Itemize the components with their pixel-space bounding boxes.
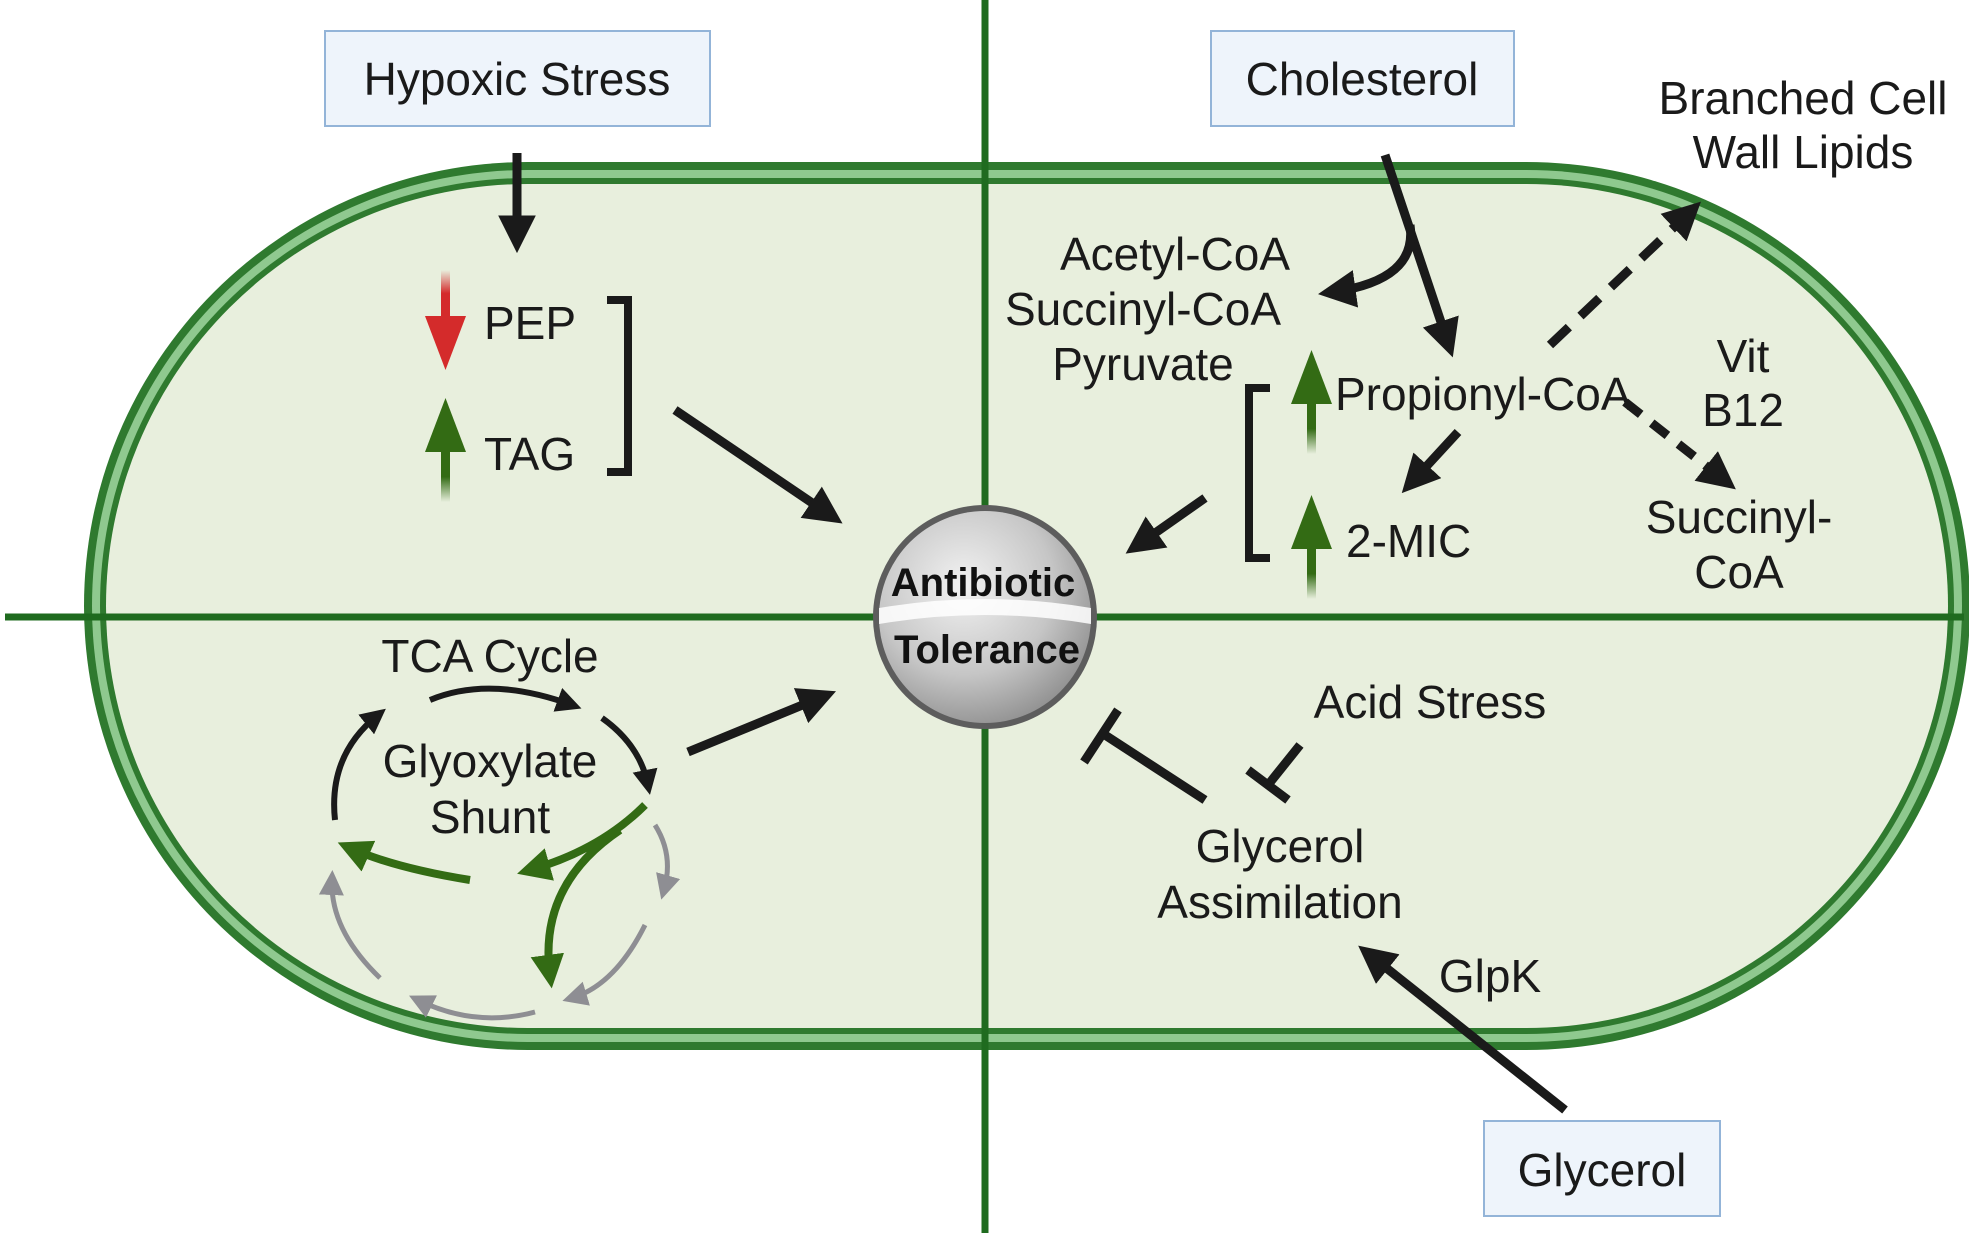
glycerol-inhibit-line <box>1102 731 1208 804</box>
hypoxic-stress-label: Hypoxic Stress <box>364 53 671 105</box>
glycerol-line-label: Glycerol <box>1196 820 1365 872</box>
tca-cycle-label: TCA Cycle <box>381 630 598 682</box>
pep-label: PEP <box>484 297 576 349</box>
propionyl-to-2mic-arrow <box>1401 428 1462 494</box>
cholesterol-box <box>1210 30 1515 127</box>
acid-stress-label: Acid Stress <box>1314 676 1547 728</box>
tca-grey-arc-right <box>652 823 681 900</box>
glycerol-box-label: Glycerol <box>1518 1144 1687 1196</box>
succinyl-right-label: Succinyl- <box>1646 491 1833 543</box>
propionyl-coa-label: Propionyl-CoA <box>1335 368 1632 420</box>
up-green-arrow-icon <box>425 398 466 502</box>
cholesterol-to-propionyl-arrow <box>1380 153 1459 358</box>
b12-label: B12 <box>1702 384 1784 436</box>
2-mic-label: 2-MIC <box>1346 515 1471 567</box>
tag-label: TAG <box>484 428 575 480</box>
tca-grey-arc-left <box>318 870 382 980</box>
tca-grey-arc-bottom <box>409 995 536 1021</box>
antibiotic-label: Antibiotic <box>891 561 1075 605</box>
arrow-to-tolerance-top-left <box>672 406 843 524</box>
glycerol-inhibit-bar <box>1080 707 1122 765</box>
glpk-arrow <box>1358 945 1568 1114</box>
coa-right-label: CoA <box>1694 546 1784 598</box>
tca-arc-left <box>331 708 386 821</box>
hypoxic-stress-quadrant: Hypoxic Stress PEP TAG <box>324 30 843 524</box>
succinyl-coa-left-label: Succinyl-CoA <box>1005 283 1281 335</box>
cholesterol-label: Cholesterol <box>1246 53 1479 105</box>
pyruvate-label: Pyruvate <box>1052 338 1234 390</box>
arrow-to-tolerance-top-right <box>1125 494 1208 554</box>
pill-body <box>879 511 1091 723</box>
pep-tag-bracket <box>607 296 632 476</box>
tolerance-label: Tolerance <box>894 628 1080 672</box>
propionyl-to-succinyl-dashed-arrow <box>1622 398 1736 490</box>
glycerol-box <box>1483 1120 1721 1217</box>
tca-arc-right <box>600 715 658 795</box>
shunt-label: Shunt <box>430 791 550 843</box>
propionyl-to-lipids-dashed-arrow <box>1546 201 1701 349</box>
acetyl-coa-label: Acetyl-CoA <box>1060 228 1290 280</box>
cholesterol-to-acetyl-arrow <box>1318 224 1416 308</box>
down-red-arrow-icon <box>425 270 466 370</box>
wall-lipids-label: Wall Lipids <box>1693 126 1914 178</box>
propionyl-mic-bracket <box>1245 384 1270 562</box>
glyoxylate-green-arc-down <box>530 826 623 989</box>
glyoxylate-label: Glyoxylate <box>383 735 598 787</box>
glycerol-quadrant: Acid Stress Glycerol Assimilation GlpK G… <box>1080 676 1721 1217</box>
glyoxylate-green-arc-left <box>337 840 471 884</box>
arrow-to-tolerance-bottom-left <box>686 688 836 757</box>
hypoxic-stress-box <box>324 30 711 127</box>
tca-quadrant: TCA Cycle Glyoxylate Shunt <box>318 630 836 1021</box>
pill-score-line <box>879 599 1091 624</box>
vit-label: Vit <box>1717 330 1770 382</box>
glpk-label: GlpK <box>1439 950 1542 1002</box>
tca-arc-top <box>428 685 582 712</box>
branched-cell-label: Branched Cell <box>1659 72 1948 124</box>
tca-grey-arc-bottom-right <box>562 923 648 1006</box>
mic-up-green-arrow-icon <box>1291 495 1332 599</box>
propionyl-up-green-arrow-icon <box>1291 350 1332 454</box>
antibiotic-tolerance-pill: Antibiotic Tolerance <box>873 505 1097 729</box>
assimilation-label: Assimilation <box>1157 876 1402 928</box>
cholesterol-quadrant: Cholesterol Acetyl-CoA Succinyl-CoA Pyru… <box>1005 30 1948 599</box>
acid-stress-inhibit-bar <box>1245 766 1291 804</box>
glyoxylate-green-arc-mid <box>517 802 648 881</box>
acid-stress-inhibit-line <box>1264 742 1304 788</box>
